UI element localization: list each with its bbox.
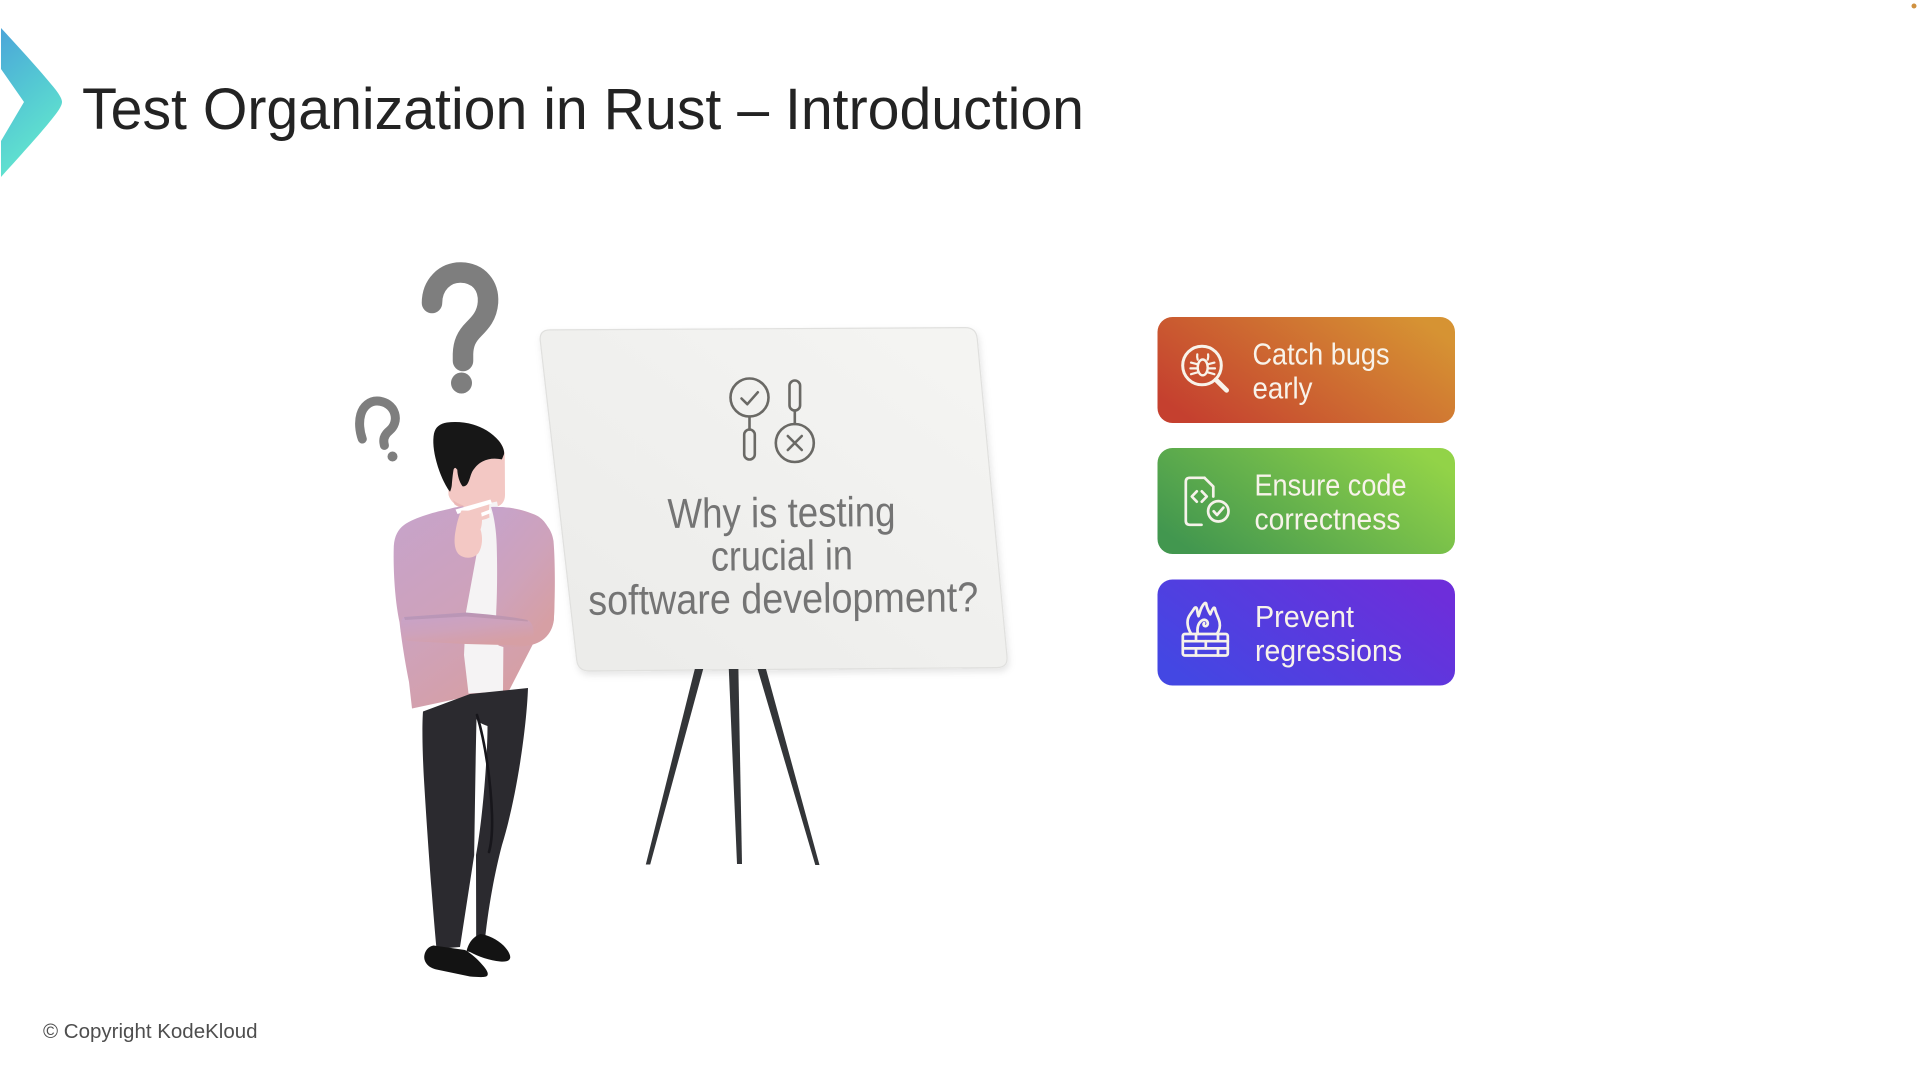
svg-text:regressions: regressions: [1255, 633, 1402, 668]
svg-text:Prevent: Prevent: [1255, 599, 1354, 634]
svg-text:Ensure code: Ensure code: [1255, 468, 1407, 503]
svg-text:crucial in: crucial in: [711, 531, 853, 579]
svg-text:correctness: correctness: [1255, 502, 1401, 537]
svg-text:Catch bugs: Catch bugs: [1253, 337, 1390, 372]
svg-text:© Copyright KodeKloud: © Copyright KodeKloud: [43, 1020, 258, 1043]
svg-text:Why is testing: Why is testing: [667, 488, 895, 537]
svg-text:software development?: software development?: [588, 573, 978, 623]
svg-text:early: early: [1253, 371, 1313, 406]
svg-text:Test Organization in Rust – In: Test Organization in Rust – Introduction: [82, 77, 1084, 142]
